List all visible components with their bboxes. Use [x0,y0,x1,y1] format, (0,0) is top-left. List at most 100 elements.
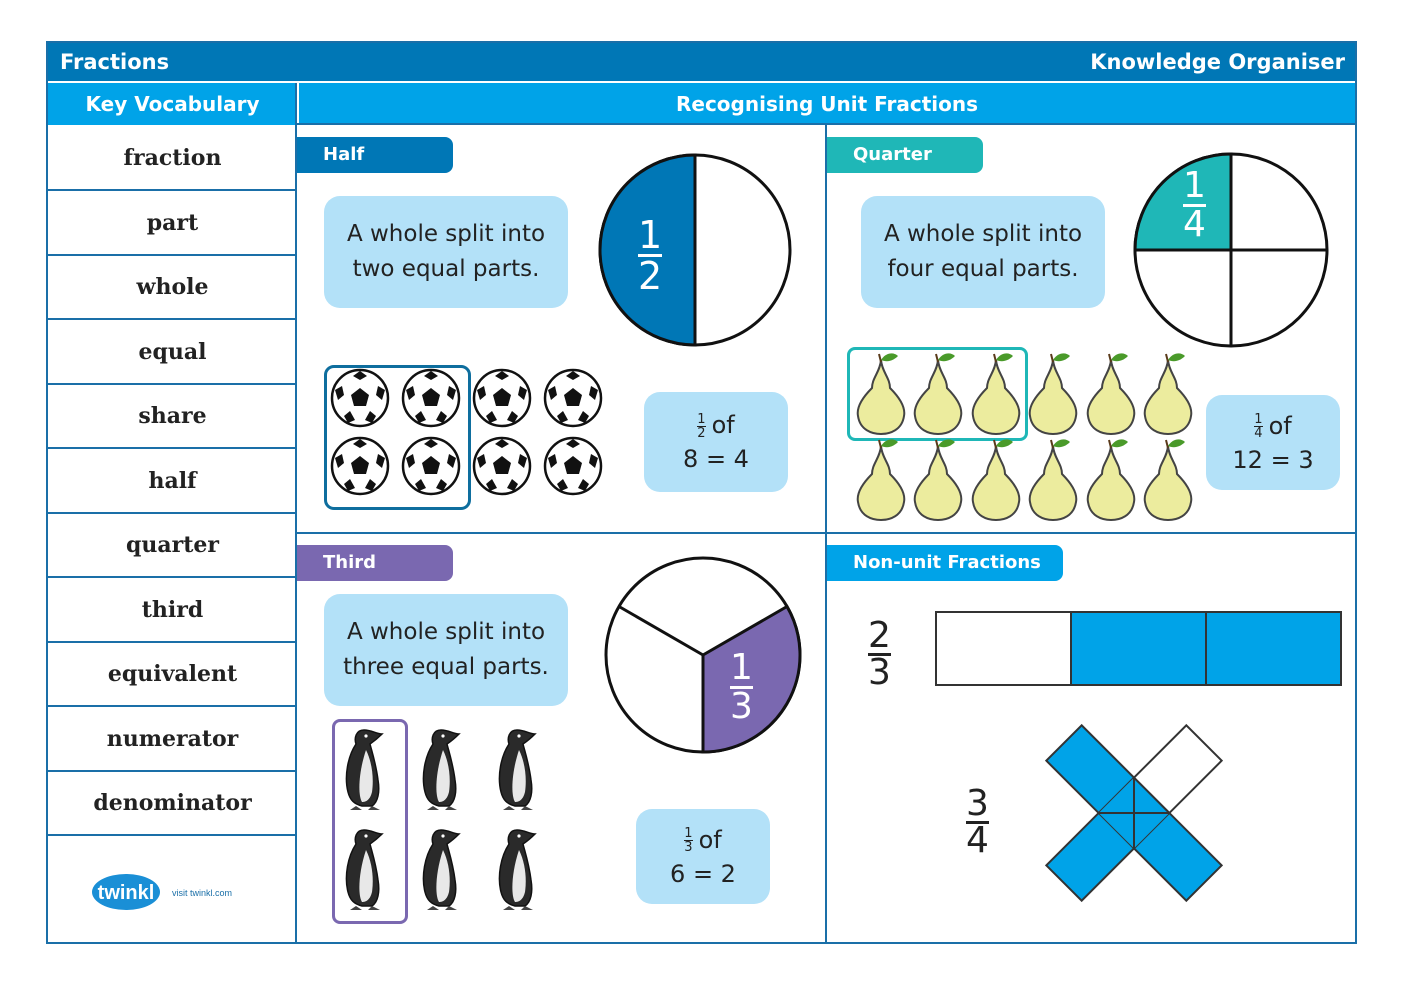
twinkl-logo[interactable]: twinkl visit twinkl.com [90,872,240,918]
divider [297,532,1355,534]
football-icon [401,436,461,496]
definition-line: four equal parts. [887,256,1079,282]
tag-label: Quarter [853,144,932,165]
tag-half: Half [297,137,453,173]
penguin-icon [422,829,460,911]
tag-quarter: Quarter [827,137,983,173]
third-definition: A whole split into three equal parts. [324,594,568,706]
penguin-group [345,729,536,911]
quarter-definition: A whole split into four equal parts. [861,196,1105,308]
divider [297,123,1355,125]
tag-label: Half [323,144,365,165]
pear-icon [1028,352,1078,435]
football-icon [330,436,390,496]
pear-icon [1143,438,1193,521]
vocab-heading: Key Vocabulary [48,83,297,125]
pear-icon [1028,438,1078,521]
denominator: 3 [868,652,891,693]
vocab-item: third [48,579,297,643]
vocab-item: half [48,450,297,514]
vocab-item: whole [48,256,297,320]
tag-third: Third [297,545,453,581]
vocab-item: share [48,385,297,449]
calc-result: 8 = 4 [683,445,749,473]
numerator: 1 [1254,412,1263,427]
denominator: 4 [1254,426,1263,441]
half-group-box [324,365,471,510]
logo-brand: twinkl [98,882,155,904]
penguin-icon [422,729,460,811]
vocab-item: quarter [48,514,297,578]
title-bar: Fractions Knowledge Organiser [48,43,1355,81]
pear-icon [1143,352,1193,435]
pear-icon [971,352,1021,435]
calc-result: 12 = 3 [1232,445,1314,474]
two-thirds-fraction: 2 3 [868,615,891,693]
third-group-box [332,719,408,924]
tag-non-unit-fractions: Non-unit Fractions [827,545,1063,581]
half-pie-fraction: 1 2 [638,213,663,295]
third-pie-chart [604,556,802,754]
pear-icon [913,352,963,435]
vocab-item: numerator [48,708,297,772]
half-definition: A whole split into two equal parts. [324,196,568,308]
definition-line: two equal parts. [352,256,540,282]
football-icon [330,368,390,428]
numerator: 1 [730,647,753,689]
quarter-pie-fraction: 1 4 [1183,168,1206,243]
main-heading: Recognising Unit Fractions [299,83,1355,125]
pear-icon [1086,352,1136,435]
calc-result: 6 = 2 [670,859,736,888]
three-quarters-fraction: 3 4 [966,783,989,861]
definition-line: A whole split into [883,221,1083,247]
page-title: Fractions [60,50,170,74]
definition-line: A whole split into [346,221,546,247]
football-group [330,368,603,496]
football-icon [543,436,603,496]
twinkl-logo-icon: twinkl visit twinkl.com [92,874,232,910]
vocab-item: part [48,192,297,256]
two-thirds-bar [935,611,1342,686]
vocab-item: equivalent [48,643,297,707]
denominator: 3 [730,686,753,727]
vocab-item: fraction [48,127,297,191]
numerator: 2 [868,615,891,656]
vocab-item: equal [48,321,297,385]
penguin-icon [345,829,383,911]
denominator: 4 [1183,204,1206,245]
vocabulary-list: fraction part whole equal share half qua… [48,127,297,942]
of-label: of [698,825,722,854]
pear-icon [856,352,906,435]
logo-url: visit twinkl.com [172,888,232,898]
numerator: 1 [1183,165,1206,207]
football-icon [543,368,603,428]
three-quarters-cross [1044,723,1224,903]
denominator: 2 [697,425,706,441]
pear-group [856,352,1193,521]
numerator: 3 [966,783,989,824]
of-label: of [1268,411,1292,440]
quarter-group-box [847,347,1028,441]
definition-line: A whole split into [346,619,546,645]
football-icon [401,368,461,428]
numerator: 1 [684,826,693,841]
denominator: 3 [684,840,693,855]
pear-icon [1086,438,1136,521]
tag-label: Non-unit Fractions [853,552,1041,573]
pear-icon [971,438,1021,521]
quarter-pie-chart [1133,152,1329,348]
football-icon [472,368,532,428]
pear-icon [856,438,906,521]
numerator: 1 [697,411,706,427]
denominator: 4 [966,820,989,861]
of-label: of [711,411,735,439]
pear-icon [913,438,963,521]
half-pie-chart [598,153,792,347]
page-subtitle: Knowledge Organiser [1090,50,1345,74]
numerator: 1 [638,213,663,257]
tag-label: Third [323,552,377,573]
penguin-icon [345,729,383,811]
